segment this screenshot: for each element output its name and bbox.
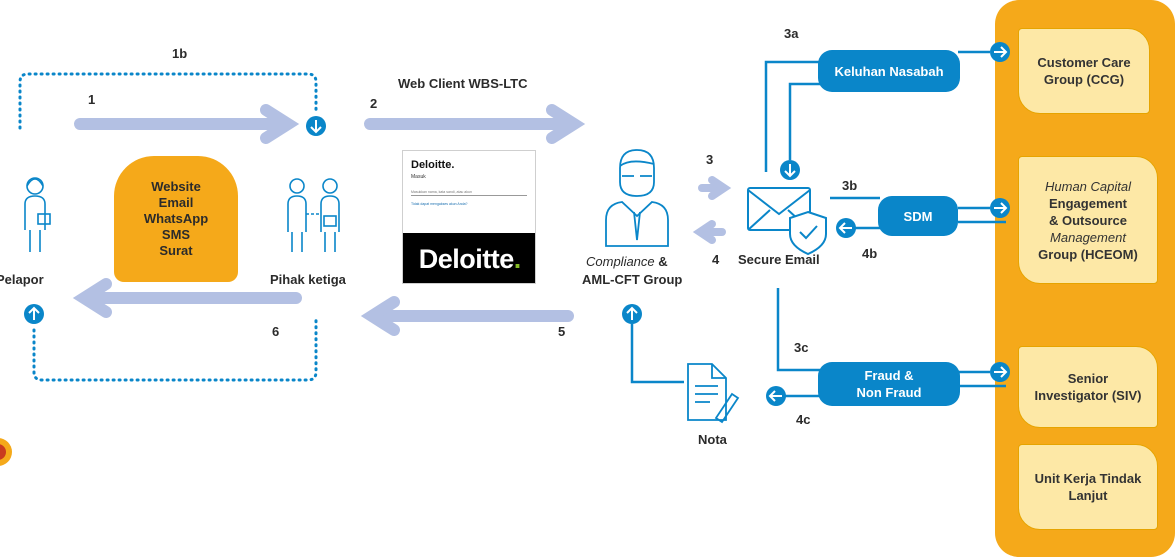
unit-hceom-line3: & Outsource <box>1048 212 1127 228</box>
step-number: 1b <box>172 46 188 61</box>
login-help-link: Tidak dapat mengakses akun Anda? <box>411 202 468 206</box>
arrow-2 <box>364 104 586 144</box>
arrow-5 <box>360 296 574 336</box>
arrow-6 <box>72 278 302 318</box>
arrow-4 <box>692 220 726 244</box>
dotted-loop-6 <box>32 314 318 382</box>
channel-item: Surat <box>159 243 193 258</box>
report-channels: Website Email WhatsApp SMS Surat <box>114 156 238 282</box>
arrow-1 <box>74 104 300 144</box>
step-number: 4b <box>862 246 878 261</box>
compliance-label-line1: Compliance & <box>586 254 668 269</box>
unit-siv: Senior Investigator (SIV) <box>1018 346 1158 428</box>
step-number: 3a <box>784 26 799 41</box>
step-number: 4c <box>796 412 811 427</box>
secure-email-icon <box>747 187 827 256</box>
reporter-label: Pelapor <box>0 272 44 287</box>
third-party-people-icon <box>287 178 340 252</box>
unit-followup-line1: Unit Kerja Tindak <box>1034 471 1142 486</box>
deloitte-logo-banner: Deloitte. <box>403 233 535 283</box>
route-fraud-line2: Non Fraud <box>856 385 922 400</box>
login-input: Masukkan nama, kata sandi, atau akun <box>411 190 527 196</box>
unit-hceom-line2: Engagement <box>1048 195 1127 211</box>
reporter-person-icon <box>24 177 51 252</box>
login-title: Masuk <box>411 174 426 180</box>
circle-right-icon <box>990 42 1010 62</box>
step-number: 3c <box>794 340 809 355</box>
blue-connectors <box>630 50 1006 398</box>
deloitte-logo-dot: . <box>513 243 522 274</box>
decorative-logo-fragment <box>0 438 12 466</box>
compliance-label-line2: AML-CFT Group <box>582 272 683 287</box>
route-fraud: Fraud & Non Fraud <box>818 362 960 406</box>
unit-siv-line2: Investigator (SIV) <box>1034 388 1142 403</box>
circle-down-icon <box>780 160 800 180</box>
memo-document-icon <box>687 363 740 424</box>
memo-label: Nota <box>698 432 727 447</box>
dotted-loop-1b <box>18 72 318 130</box>
deloitte-large-logo: Deloitte <box>418 243 515 274</box>
circle-right-icon <box>990 362 1010 382</box>
channel-item: Email <box>158 195 194 210</box>
unit-hceom-line1: Human Capital <box>1045 178 1131 194</box>
step-number: 3 <box>706 152 714 167</box>
circle-left-icon <box>766 386 786 406</box>
channel-item: Website <box>151 179 201 194</box>
step-number: 2 <box>370 96 378 111</box>
unit-ccg-line2: Group (CCG) <box>1043 72 1125 87</box>
circle-down-icon <box>306 116 326 136</box>
unit-siv-line1: Senior <box>1067 371 1109 386</box>
step-number: 3b <box>842 178 858 193</box>
circle-up-icon <box>24 304 44 324</box>
web-client-label: Web Client WBS-LTC <box>398 76 528 91</box>
third-party-label: Pihak ketiga <box>270 272 346 287</box>
channel-item: SMS <box>161 227 191 242</box>
unit-ccg: Customer Care Group (CCG) <box>1018 28 1150 114</box>
deloitte-small-logo: Deloitte. <box>411 159 455 171</box>
arrow-3 <box>698 176 732 200</box>
route-fraud-line1: Fraud & <box>864 368 914 383</box>
unit-ccg-line1: Customer Care <box>1037 55 1131 70</box>
step-number: 5 <box>558 324 566 339</box>
step-number: 6 <box>272 324 280 339</box>
unit-followup-line2: Lanjut <box>1068 488 1108 503</box>
secure-email-label: Secure Email <box>738 252 820 267</box>
unit-hceom-line4: Management <box>1050 229 1126 245</box>
unit-hceom: Human Capital Engagement & Outsource Man… <box>1018 156 1158 284</box>
unit-followup: Unit Kerja Tindak Lanjut <box>1018 444 1158 530</box>
circle-right-icon <box>990 198 1010 218</box>
circle-up-icon <box>622 304 642 324</box>
route-customer-complaint: Keluhan Nasabah <box>818 50 960 92</box>
deloitte-login-screenshot: Deloitte. Masuk Masukkan nama, kata sand… <box>402 150 536 284</box>
unit-hceom-line5: Group (HCEOM) <box>1038 246 1138 262</box>
compliance-officer-icon <box>605 149 669 247</box>
route-hr: SDM <box>878 196 958 236</box>
step-number: 4 <box>712 252 720 267</box>
channel-item: WhatsApp <box>143 211 209 226</box>
circle-left-icon <box>836 218 856 238</box>
step-number: 1 <box>88 92 96 107</box>
